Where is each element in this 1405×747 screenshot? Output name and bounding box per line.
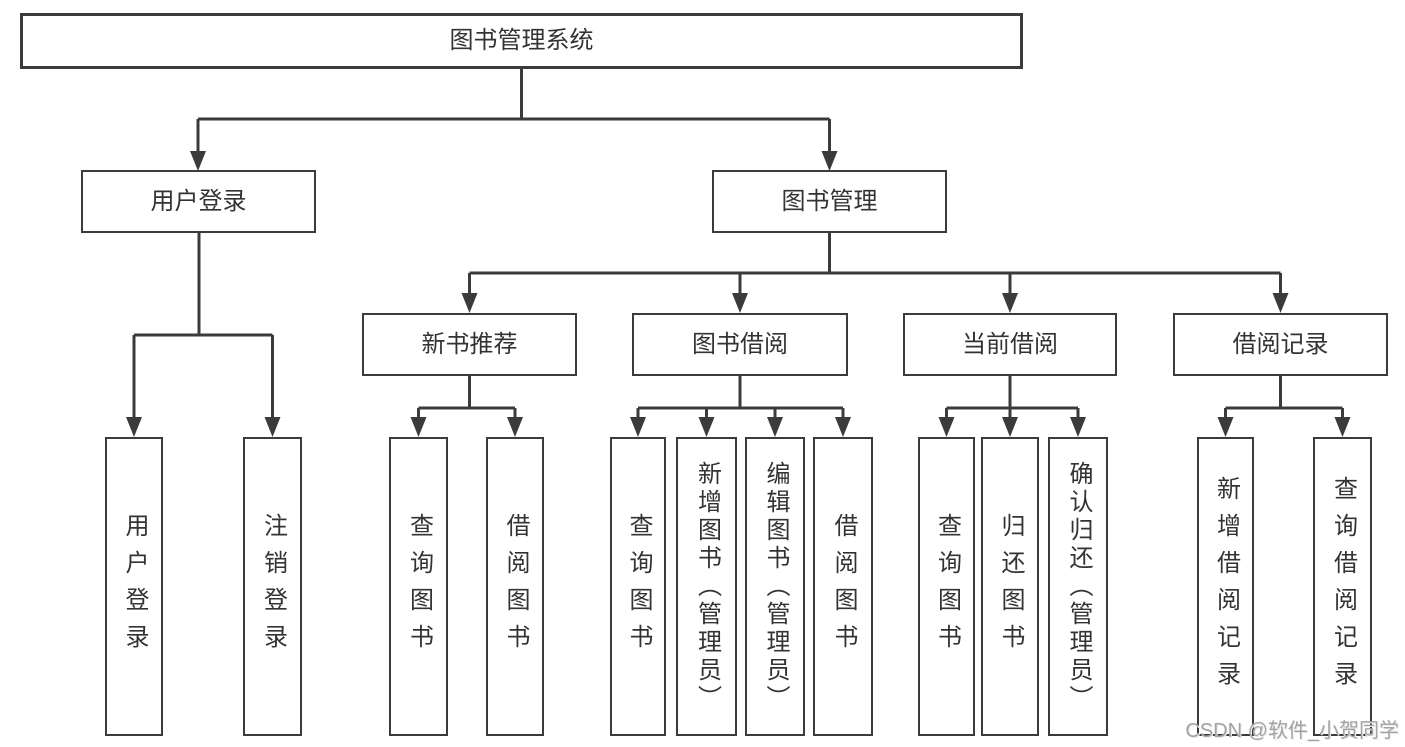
node-label: 图书管理系统	[449, 27, 594, 54]
csdn-watermark: CSDN @软件_小贺同学	[1185, 720, 1399, 742]
node-root-system: 图书管理系统	[20, 13, 1023, 69]
leaf-borrow-books: 借阅图书	[813, 437, 873, 736]
connector-newbook-to-leaves	[417, 376, 517, 422]
node-label: 图书管理	[781, 187, 878, 215]
node-label: 确认归还（管理员）	[1065, 460, 1092, 713]
leaf-confirm-return-admin: 确认归还（管理员）	[1048, 437, 1108, 736]
node-label: 编辑图书（管理员）	[762, 460, 789, 713]
arrowhead-down-icon	[1070, 417, 1086, 437]
leaf-query-books-recommend: 查询图书	[389, 437, 448, 736]
node-label: 新书推荐	[421, 330, 518, 358]
arrowhead-down-icon	[1217, 417, 1234, 437]
arrowhead-down-icon	[1334, 417, 1351, 437]
arrowhead-down-icon	[264, 417, 281, 437]
arrowhead-down-icon	[938, 417, 955, 437]
connector-root-to-level2	[196, 69, 831, 155]
node-label: 注销登录	[259, 512, 287, 661]
node-label: 新增借阅记录	[1212, 475, 1240, 698]
arrowhead-down-icon	[732, 293, 748, 313]
node-label: 新增图书（管理员）	[693, 460, 721, 713]
arrowhead-down-icon	[821, 151, 838, 171]
node-label: 查询图书	[625, 512, 652, 661]
leaf-query-books-borrow: 查询图书	[610, 437, 666, 736]
leaf-logout: 注销登录	[243, 437, 302, 736]
arrowhead-down-icon	[835, 417, 851, 437]
node-label: 借阅记录	[1232, 330, 1329, 358]
node-new-book-recommend: 新书推荐	[362, 313, 577, 376]
node-label: 当前借阅	[962, 330, 1058, 358]
arrowhead-down-icon	[1272, 293, 1289, 313]
node-label: 借阅图书	[502, 512, 529, 661]
connector-userlogin-to-leaves	[132, 233, 274, 422]
node-current-borrow: 当前借阅	[903, 313, 1117, 376]
leaf-add-book-admin: 新增图书（管理员）	[676, 437, 737, 736]
leaf-user-login: 用户登录	[105, 437, 163, 736]
arrowhead-down-icon	[126, 417, 142, 437]
leaf-query-books-current: 查询图书	[918, 437, 975, 736]
node-borrow-records: 借阅记录	[1173, 313, 1388, 376]
node-user-login-group: 用户登录	[81, 170, 316, 233]
arrowhead-down-icon	[767, 417, 783, 437]
node-label: 查询图书	[933, 512, 961, 661]
leaf-return-book: 归还图书	[981, 437, 1039, 736]
node-label: 归还图书	[997, 512, 1024, 661]
node-label: 查询图书	[405, 512, 433, 661]
arrowhead-down-icon	[190, 151, 206, 171]
arrowhead-down-icon	[698, 417, 715, 437]
node-label: 图书借阅	[692, 330, 788, 358]
node-label: 用户登录	[121, 512, 148, 661]
node-book-borrow: 图书借阅	[632, 313, 848, 376]
node-label: 查询借阅记录	[1329, 475, 1357, 698]
arrowhead-down-icon	[461, 293, 478, 313]
leaf-add-borrow-record: 新增借阅记录	[1197, 437, 1254, 736]
arrowhead-down-icon	[507, 417, 523, 437]
leaf-edit-book-admin: 编辑图书（管理员）	[745, 437, 805, 736]
node-book-management: 图书管理	[712, 170, 947, 233]
connector-bookborrow-to-leaves	[636, 376, 845, 422]
node-label: 用户登录	[150, 187, 247, 215]
arrowhead-down-icon	[630, 417, 646, 437]
leaf-query-borrow-record: 查询借阅记录	[1313, 437, 1372, 736]
node-label: 借阅图书	[830, 512, 857, 661]
leaf-borrow-books-recommend: 借阅图书	[486, 437, 544, 736]
connector-bookmgmt-to-level3	[468, 233, 1282, 298]
connector-records-to-leaves	[1224, 376, 1344, 422]
arrowhead-down-icon	[410, 417, 427, 437]
connector-currentborrow-to-leaves	[945, 376, 1080, 422]
arrowhead-down-icon	[1002, 417, 1018, 437]
arrowhead-down-icon	[1002, 293, 1018, 313]
